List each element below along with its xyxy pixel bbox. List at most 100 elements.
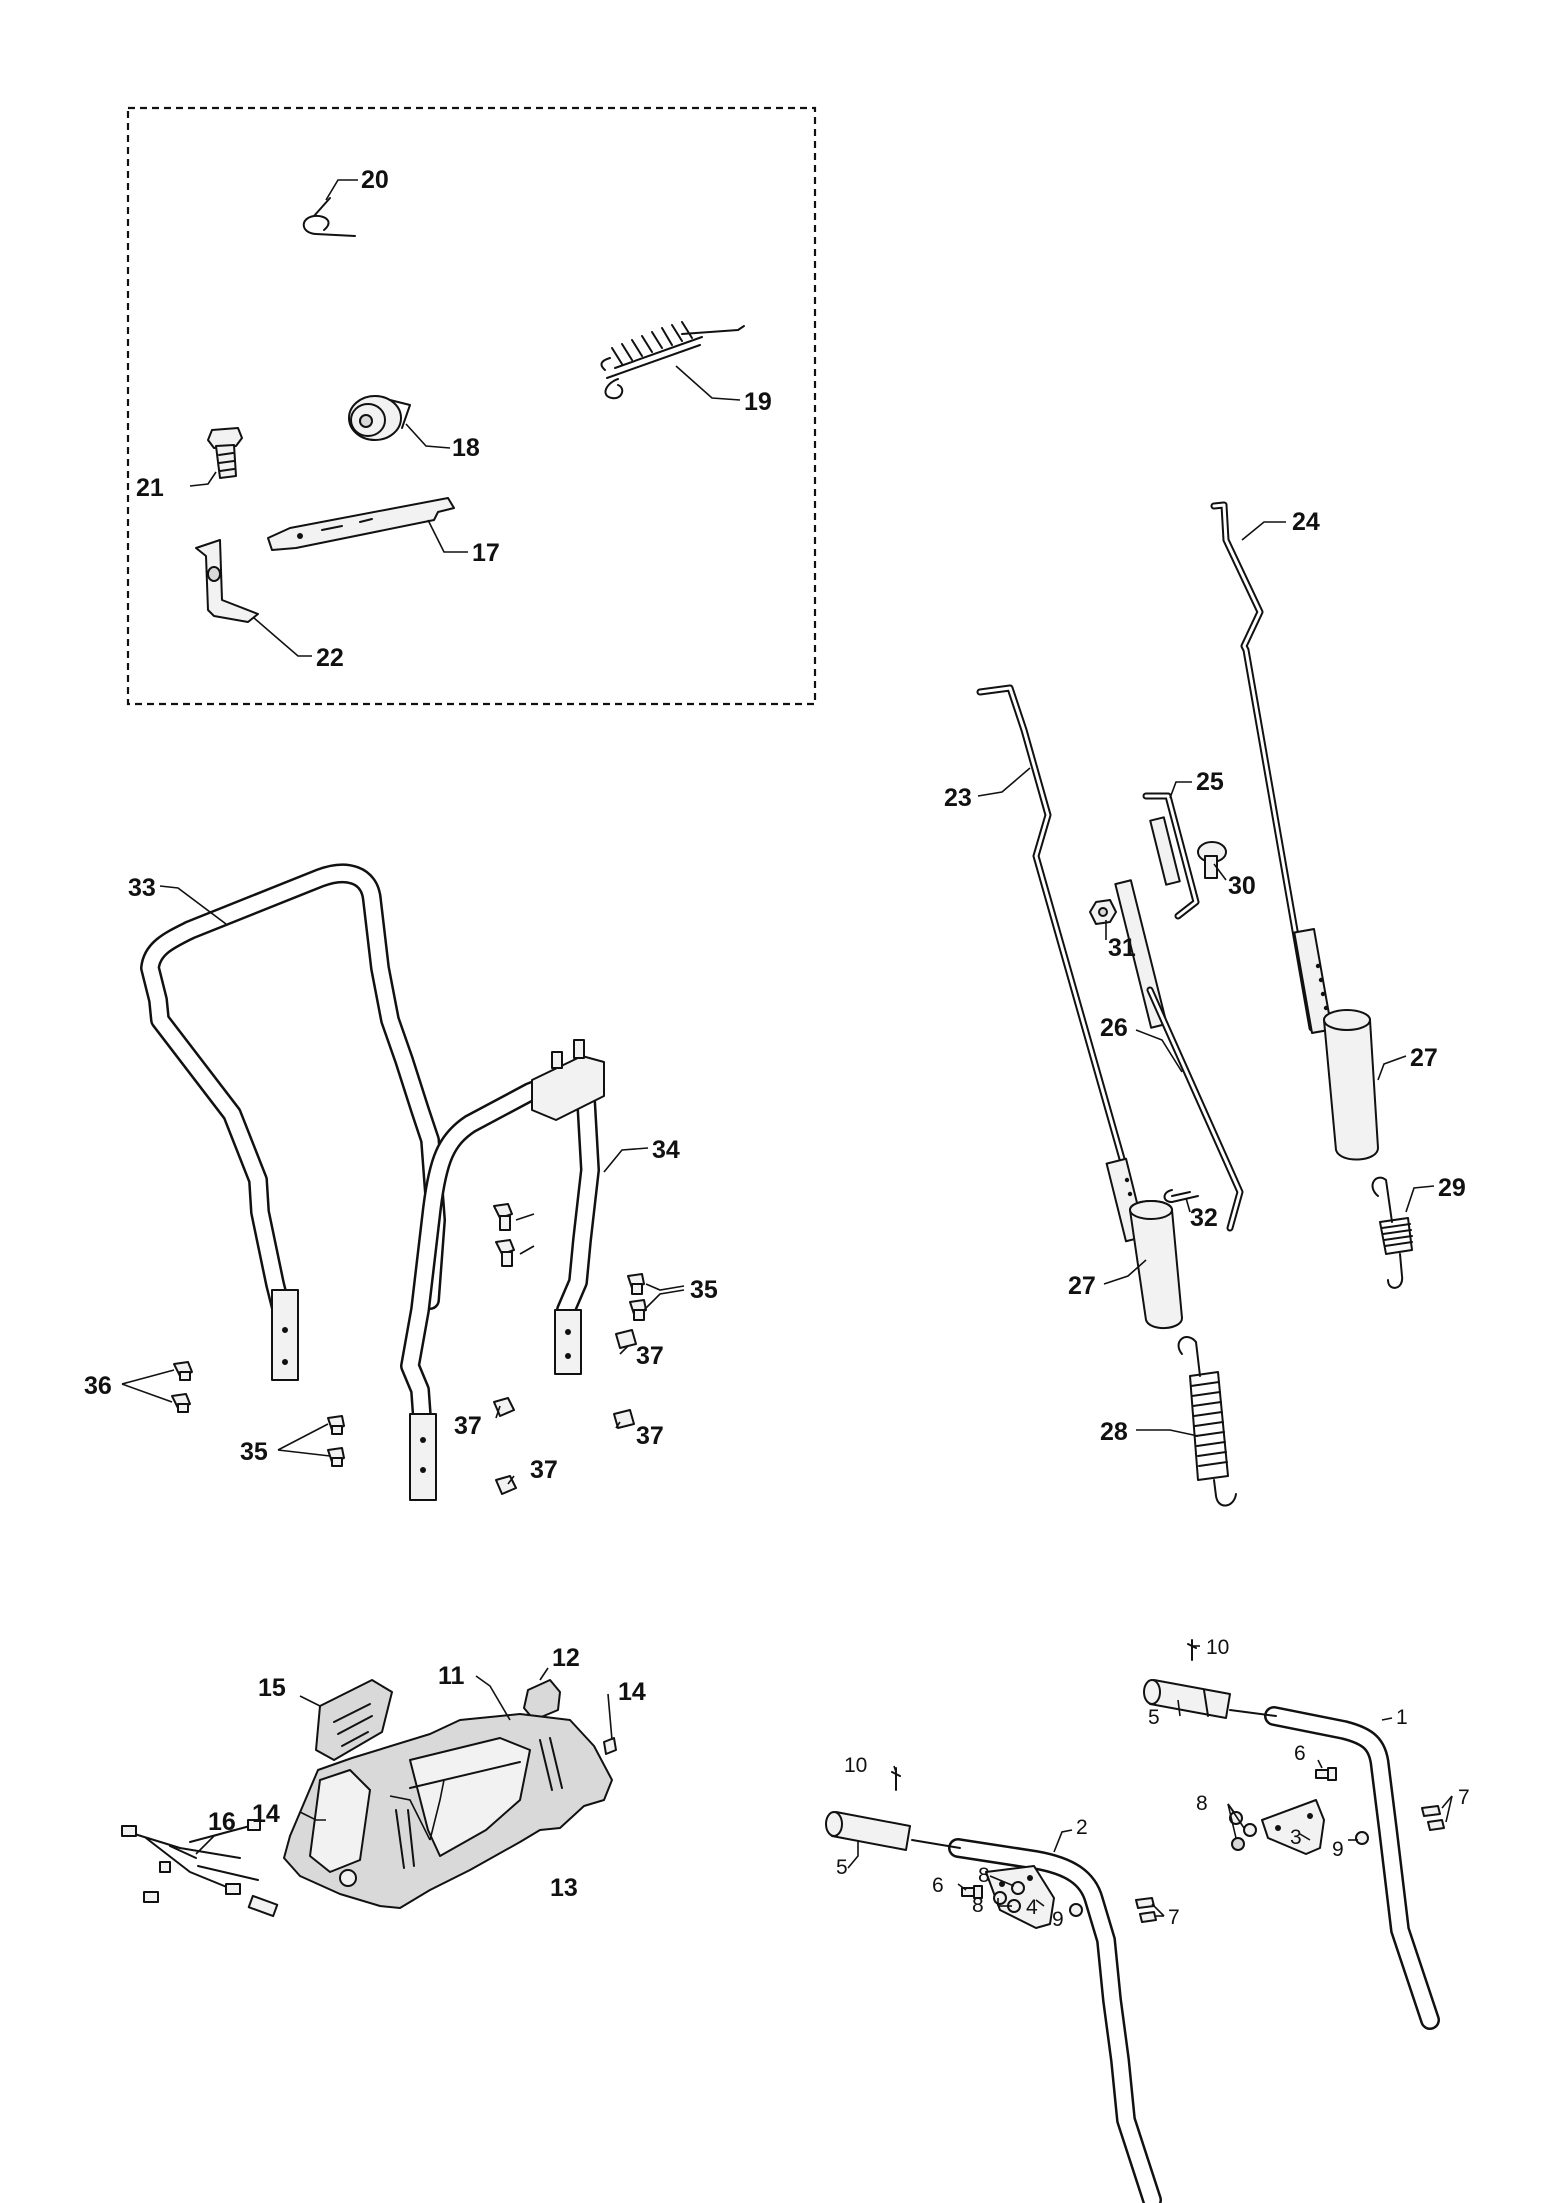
- part-spring-28: [1177, 1336, 1237, 1507]
- callout-7-upper: 7: [1458, 1786, 1470, 1809]
- part-grip-27-upper: [1323, 1009, 1379, 1161]
- callout-17: 17: [472, 539, 500, 567]
- callout-labels-handlebars: 1 2 3 4 5 5 6 6 7 7 8 8 8 9 9 10 10: [836, 1636, 1470, 1931]
- callout-37-a: 37: [636, 1342, 664, 1370]
- callout-27-lower: 27: [1068, 1272, 1096, 1300]
- callout-5-lower: 5: [836, 1856, 848, 1879]
- bolt: [493, 1203, 513, 1231]
- callout-6-lower: 6: [932, 1874, 944, 1897]
- part-handle-frame-34: [400, 1039, 605, 1501]
- callout-35-right: 35: [690, 1276, 718, 1304]
- callout-22: 22: [316, 644, 344, 672]
- callout-23: 23: [944, 784, 972, 812]
- hardware-handlebar: [891, 1639, 1445, 1923]
- callout-2: 2: [1076, 1816, 1088, 1839]
- callout-4: 4: [1026, 1896, 1038, 1919]
- nut-8: [1231, 1837, 1245, 1851]
- part-control-rod-23: [976, 684, 1147, 1243]
- bolt: [327, 1415, 345, 1435]
- callout-28: 28: [1100, 1418, 1128, 1446]
- callout-7-lower: 7: [1168, 1906, 1180, 1929]
- callout-9-upper: 9: [1332, 1838, 1344, 1861]
- callout-37-b: 37: [454, 1412, 482, 1440]
- kit-boundary: [126, 106, 817, 706]
- callout-29: 29: [1438, 1174, 1466, 1202]
- callout-35-left: 35: [240, 1438, 268, 1466]
- part-hairpin-clip: [302, 197, 356, 237]
- part-clip-32: [1163, 1189, 1199, 1203]
- callout-8-mid: 8: [978, 1864, 990, 1887]
- callout-19: 19: [744, 388, 772, 416]
- bolt-7: [1421, 1805, 1445, 1831]
- callout-14-right: 14: [618, 1678, 646, 1706]
- bolt: [495, 1239, 515, 1267]
- callout-15: 15: [258, 1674, 286, 1702]
- part-switch-12: [523, 1679, 561, 1721]
- part-knob-14: [603, 1737, 617, 1755]
- callout-10-lower: 10: [844, 1754, 867, 1777]
- callout-37-c: 37: [636, 1422, 664, 1450]
- washer-9: [1069, 1903, 1083, 1917]
- nut: [615, 1329, 637, 1349]
- callout-5-upper: 5: [1148, 1706, 1160, 1729]
- part-handle-frame-33: [140, 863, 446, 1381]
- callout-18: 18: [452, 434, 480, 462]
- washer-8: [1011, 1881, 1025, 1895]
- callout-24: 24: [1292, 508, 1320, 536]
- part-wiring-harness: [121, 1819, 279, 1918]
- callout-20: 20: [361, 166, 389, 194]
- nut: [495, 1475, 517, 1495]
- pin-10: [1187, 1639, 1197, 1661]
- bolt: [327, 1447, 345, 1467]
- callout-3: 3: [1290, 1826, 1302, 1849]
- part-handlebar-2: [911, 1838, 1162, 2203]
- callout-34: 34: [652, 1136, 680, 1164]
- part-grip-5-lower: [825, 1811, 911, 1851]
- callout-labels-panel: 11 12 14 14 13 16: [208, 1644, 646, 1902]
- callout-26: 26: [1100, 1014, 1128, 1042]
- callout-8-upper: 8: [1196, 1792, 1208, 1815]
- callout-30: 30: [1228, 872, 1256, 900]
- callout-27-upper: 27: [1410, 1044, 1438, 1072]
- callout-11-label-visible: 11: [438, 1662, 465, 1690]
- part-bracket-plate: [267, 497, 455, 551]
- part-control-rod-24: [1210, 501, 1333, 1034]
- part-control-rod-26: [1114, 879, 1244, 1232]
- bolt-7: [1135, 1897, 1157, 1923]
- part-grip-5-upper: [1143, 1679, 1231, 1719]
- callout-33: 33: [128, 874, 156, 902]
- callout-32: 32: [1190, 1204, 1218, 1232]
- part-spring-29: [1371, 1176, 1413, 1289]
- washer-8: [1243, 1823, 1257, 1837]
- part-dash-panel: [283, 1713, 613, 1909]
- washer-8: [993, 1891, 1007, 1905]
- callout-14-left: 14: [252, 1800, 280, 1828]
- part-nut-31: [1089, 899, 1117, 925]
- part-link-25: [1142, 792, 1200, 920]
- hardware-bolts: [171, 1203, 647, 1495]
- bolt: [627, 1273, 645, 1295]
- part-shoulder-bolt: [207, 427, 243, 479]
- callout-25: 25: [1196, 768, 1224, 796]
- washer-9: [1355, 1831, 1369, 1845]
- part-handlebar-1: [1229, 1706, 1440, 2030]
- callout-36: 36: [84, 1372, 112, 1400]
- callout-16: 16: [208, 1808, 236, 1836]
- callout-31: 31: [1108, 934, 1136, 962]
- part-module-15: [315, 1679, 393, 1761]
- callout-13: 13: [550, 1874, 578, 1902]
- bolt: [171, 1393, 191, 1413]
- callout-21: 21: [136, 474, 164, 502]
- bolt: [173, 1361, 193, 1381]
- bolt-6: [1315, 1767, 1337, 1781]
- part-roller: [348, 395, 411, 441]
- callout-37-e: 37: [530, 1456, 558, 1484]
- part-angle-bracket: [195, 539, 259, 623]
- callout-9-lower: 9: [1052, 1908, 1064, 1931]
- callout-8-lower: 8: [972, 1894, 984, 1917]
- part-bracket-3: [1261, 1799, 1325, 1855]
- callout-12: 12: [552, 1644, 580, 1672]
- part-spring-19: [600, 321, 745, 400]
- callout-6-upper: 6: [1294, 1742, 1306, 1765]
